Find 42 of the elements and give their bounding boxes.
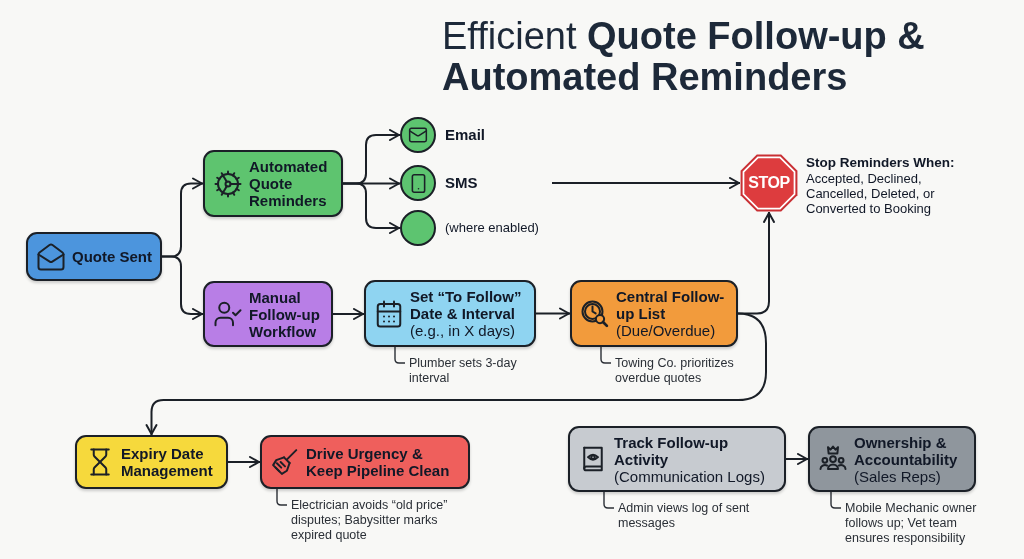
node-subtitle: (Communication Logs) [614,467,766,485]
process-box [568,426,786,492]
node-title: Quote Sent [72,248,153,265]
node-subtitle: (Due/Overdue) [616,322,717,339]
connector-arrow [145,312,767,436]
channel-label: SMS [445,172,478,193]
note-text: Accepted, Declined, Cancelled, Deleted, or Converted to Booking [806,171,936,216]
process-box [203,281,333,347]
node-subtitle: (Sales Reps) [854,467,941,485]
title: Efficient Quote Follow-up & Automated Reminders [442,16,926,98]
connector-arrow [551,177,741,189]
note-text: Mobile Mechanic owner follows up; Vet team ensures responsibility [845,501,978,546]
node-title: Track Follow-up Activity [614,433,730,468]
node-title: Manual Follow-up Workflow [249,288,321,340]
process-box [203,150,343,217]
node-title: Set “To Follow” Date & Interval [410,288,523,322]
process-box [570,280,738,347]
process-box [26,232,162,281]
connector-arrow [227,456,261,468]
process-box [364,280,536,347]
process-box [808,426,976,492]
connector-arrow [785,453,809,465]
connector-arrow [535,307,571,320]
node-title: Ownership & Accountability [854,433,959,468]
connector-arrow [332,308,365,320]
process-box [75,435,228,489]
connector-arrow [342,182,401,234]
channel-label: Email [445,124,486,145]
note-heading: Stop Reminders When: [806,154,955,171]
node-subtitle: (e.g., in X days) [410,322,517,339]
connector-arrow [161,255,204,320]
note-text: Plumber sets 3-day interval [409,356,518,386]
note-text: Admin views log of sent messages [618,501,751,531]
note-text: Towing Co. prioritizes overdue quotes [615,356,735,386]
process-box [260,435,470,489]
node-title: Automated Quote Reminders [249,158,329,209]
node-title: Drive Urgency & Keep Pipeline Clean [306,445,451,479]
channel-label: (where enabled) [445,219,539,238]
node-title: Central Follow-up List [616,288,726,322]
note-text: Electrician avoids “old price” disputes; Babysitter marks expired quote [291,498,449,543]
node-title: Expiry Date Management [121,445,214,479]
sign-label: STOP [748,173,790,193]
